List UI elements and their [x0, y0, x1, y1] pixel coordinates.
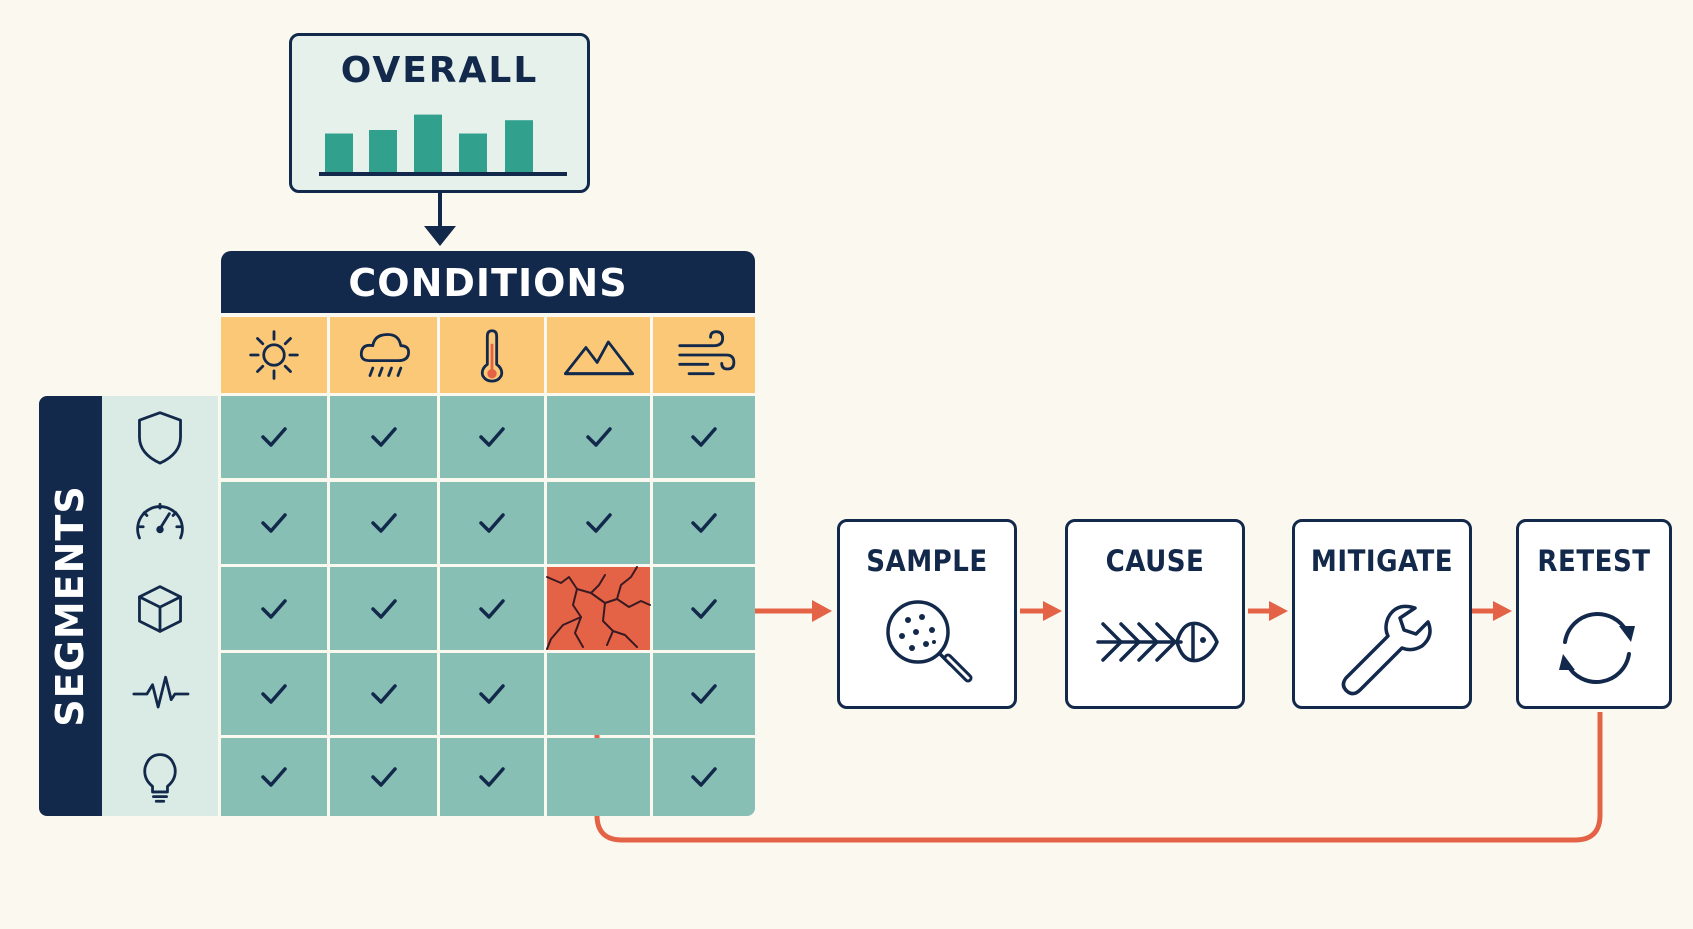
matrix-cell-pass [440, 567, 544, 650]
matrix-cell-pass [440, 482, 544, 564]
matrix-cell-empty [547, 653, 650, 735]
step-retest-label: RETEST [1537, 544, 1651, 578]
wrench-icon [1341, 604, 1432, 696]
thermometer-icon [480, 329, 504, 383]
checkmark-icon [479, 767, 505, 787]
checkmark-icon [691, 427, 717, 447]
conditions-header: CONDITIONS [221, 251, 755, 313]
mitigate-to-retest-arrow [1472, 601, 1512, 621]
checkmark-icon [691, 684, 717, 704]
step-mitigate-label: MITIGATE [1310, 544, 1454, 578]
matrix-cell-pass [547, 396, 650, 478]
checkmark-icon [479, 427, 505, 447]
checkmark-icon [585, 513, 612, 533]
checkmark-icon [370, 767, 397, 787]
matrix-cell-pass [330, 738, 437, 816]
sun-icon [249, 330, 299, 380]
checkmark-icon [691, 598, 717, 619]
checkmark-icon [370, 513, 397, 533]
shield-icon [138, 411, 182, 465]
wind-icon [678, 330, 736, 376]
matrix-cell-pass [221, 653, 327, 735]
matrix-cell-pass [653, 482, 755, 564]
lightbulb-icon [143, 753, 177, 803]
cause-to-mitigate-arrow [1248, 601, 1288, 621]
matrix-cell-empty [547, 738, 650, 816]
checkmark-icon [585, 427, 612, 447]
checkmark-icon [479, 513, 505, 533]
overall-bar [414, 114, 442, 172]
matrix-cell-pass [547, 482, 650, 564]
checkmark-icon [691, 767, 717, 787]
overall-box: OVERALL [289, 33, 590, 193]
matrix-cell-pass [440, 738, 544, 816]
condition-header-cell [330, 317, 437, 393]
checkmark-icon [261, 598, 287, 619]
refresh-icon [1559, 612, 1635, 684]
condition-header-cell [547, 317, 650, 393]
step-sample: SAMPLE [837, 519, 1017, 709]
crack-icon [546, 566, 651, 650]
matrix-cell-pass [653, 653, 755, 735]
overall-bar [459, 133, 487, 172]
matrix-cell-pass [221, 396, 327, 478]
checkmark-icon [479, 684, 505, 704]
cube-icon [138, 584, 182, 633]
overall-bar-chart [319, 114, 567, 176]
matrix-cell-pass [440, 653, 544, 735]
matrix-cell-pass [221, 482, 327, 564]
matrix-cell-pass [440, 396, 544, 478]
failure-to-sample-arrow [755, 600, 832, 622]
segments-title: SEGMENTS [48, 485, 92, 727]
matrix-cell-pass [221, 738, 327, 816]
matrix-cell-pass [330, 482, 437, 564]
condition-header-cell [440, 317, 544, 393]
mountains-icon [563, 340, 634, 376]
checkmark-icon [261, 427, 287, 447]
matrix-cell-pass [330, 653, 437, 735]
checkmark-icon [691, 513, 717, 533]
matrix-cell-pass [653, 738, 755, 816]
overall-bar [325, 133, 353, 172]
sample-to-cause-arrow [1020, 601, 1062, 621]
checkmark-icon [479, 598, 505, 619]
step-sample-label: SAMPLE [866, 544, 988, 578]
condition-header-cell [221, 317, 327, 393]
step-retest: RETEST [1516, 519, 1672, 709]
matrix-cell-pass [330, 567, 437, 650]
step-cause: CAUSE [1065, 519, 1245, 709]
checkmark-icon [261, 767, 287, 787]
checkmark-icon [370, 427, 397, 447]
step-cause-label: CAUSE [1105, 544, 1205, 578]
condition-header-cell [653, 317, 755, 393]
overall-to-conditions-arrow [424, 193, 456, 246]
fishbone-icon [1096, 621, 1219, 663]
conditions-title: CONDITIONS [348, 261, 628, 305]
heartbeat-icon [132, 675, 190, 709]
rain-cloud-icon [359, 333, 410, 377]
matrix-cell-pass [330, 396, 437, 478]
step-mitigate: MITIGATE [1292, 519, 1472, 709]
speedometer-icon [136, 502, 184, 540]
checkmark-icon [370, 598, 397, 619]
matrix-cell-pass [221, 567, 327, 650]
matrix-cell-failure [546, 566, 651, 650]
checkmark-icon [370, 684, 397, 704]
checkmark-icon [261, 513, 287, 533]
segment-icons-column [102, 396, 218, 816]
checkmark-icon [261, 684, 287, 704]
matrix-cell-pass [653, 396, 755, 478]
segments-bar: SEGMENTS [39, 396, 102, 816]
overall-bar [369, 130, 397, 172]
matrix-cell-pass [653, 567, 755, 650]
overall-title: OVERALL [340, 50, 539, 91]
magnifier-sample-icon [886, 600, 973, 683]
overall-bar [505, 120, 533, 172]
